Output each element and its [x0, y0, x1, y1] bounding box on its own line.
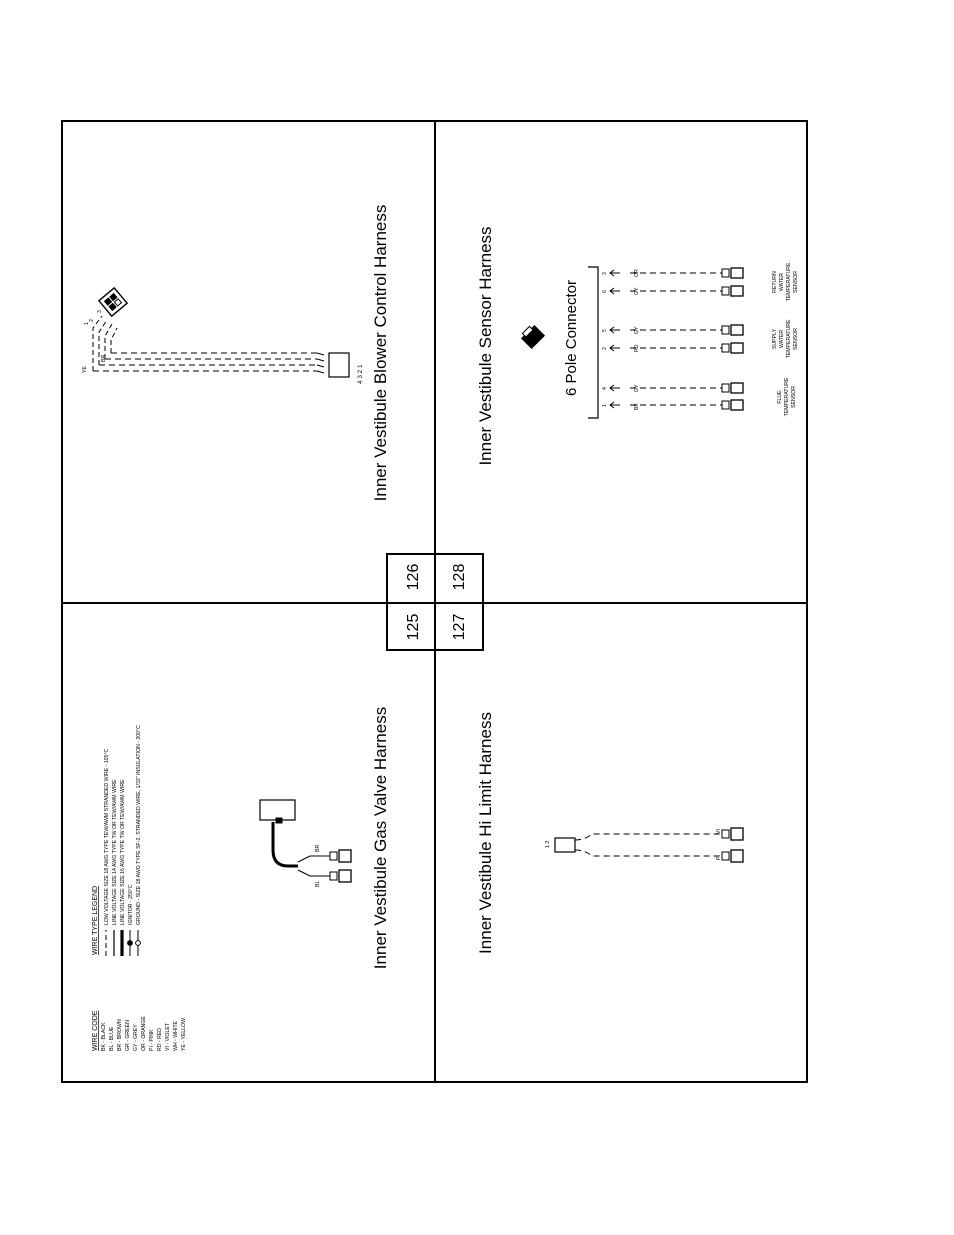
hi-limit-switch-icon	[554, 837, 576, 853]
gas-valve-connector-icon	[259, 799, 296, 821]
wire-type-entry: GROUND - SIZE 18 AWG TYPE SF-2, STRANDED…	[136, 725, 142, 925]
wire-code-entry: BL - BLUE	[109, 1026, 115, 1051]
blower-connector-pins: 4 3 2 1	[357, 364, 364, 384]
sensor-harness	[520, 266, 599, 419]
wire-code-entry: BK - BLACK	[101, 1022, 107, 1051]
svg-text:FLUE: FLUE	[777, 390, 783, 404]
blower-harness-title: Inner Vestibule Blower Control Harness	[371, 205, 390, 502]
svg-text:WATER: WATER	[779, 273, 785, 291]
wire-type-entry: LOW VOLTAGE SIZE 18 AWG TYPE TEW/AWM STR…	[104, 748, 110, 925]
hi-limit-terminal	[721, 827, 744, 841]
svg-text:SUPPLY: SUPPLY	[772, 328, 778, 349]
page-number-128: 128	[451, 564, 468, 591]
flue-temperature-sensor-label: FLUE TEMPERATURE SENSOR	[777, 377, 797, 416]
six-pole-connector-bracket	[588, 266, 599, 419]
sensor-pin-number: 2	[602, 347, 608, 350]
sensor-wire-color: BK	[634, 403, 640, 410]
sensor-wire-color: GY	[634, 384, 640, 392]
sensor-harness-title: Inner Vestibule Sensor Harness	[476, 226, 495, 465]
return-water-temperature-sensor-label: RETURN WATER TEMPERATURE SENSOR	[772, 262, 799, 301]
page-number-126: 126	[405, 564, 422, 591]
sensor-wire-color: OR	[634, 269, 640, 277]
wire-code-entry: WH - WHITE	[173, 1020, 179, 1051]
sensor-wires	[609, 267, 744, 411]
svg-text:TEMPERATURE: TEMPERATURE	[786, 262, 792, 301]
sensor-terminal	[721, 324, 744, 336]
svg-text:SENSOR: SENSOR	[791, 386, 797, 408]
wire-type-entry: LINE VOLTAGE SIZE 16 AWG TYPE TW OR TEW/…	[120, 779, 126, 925]
wire-code-entry: RD - RED	[157, 1028, 163, 1051]
wire-code-entry: VI - VIOLET	[165, 1022, 171, 1051]
svg-text:WATER: WATER	[779, 330, 785, 348]
wire-type-entry: IGNITOR - 250°C	[128, 884, 134, 925]
wire-type-entry: LINE VOLTAGE SIZE 14 AWG TYPE TW OR TEW/…	[112, 779, 118, 925]
blower-wire-label-ye: YE	[82, 366, 88, 373]
sensor-terminal	[721, 342, 744, 354]
blower-wire-label-1: 1	[84, 322, 90, 325]
sensor-wire-color: RD	[634, 344, 640, 352]
blower-wire-label-br: BR	[101, 355, 107, 362]
gas-valve-harness-title: Inner Vestibule Gas Valve Harness	[371, 707, 390, 969]
sensor-wire-color: GY	[634, 287, 640, 295]
blower-wire-label-2: 2	[89, 319, 95, 322]
hi-limit-pin-numbers: 1 2	[545, 841, 551, 848]
sensor-pin-number: 6	[602, 290, 608, 293]
sensor-terminal	[721, 399, 744, 411]
svg-text:SENSOR: SENSOR	[793, 271, 799, 293]
sensor-wire-color: GY	[634, 326, 640, 334]
page-number-125: 125	[405, 614, 422, 641]
hi-limit-wire-label-pi: PI	[716, 855, 722, 860]
sensor-terminal	[721, 382, 744, 394]
gas-valve-harness	[259, 799, 352, 883]
svg-text:TEMPERATURE: TEMPERATURE	[786, 319, 792, 358]
svg-text:SENSOR: SENSOR	[793, 328, 799, 350]
hi-limit-harness-title: Inner Vestibule Hi Limit Harness	[476, 712, 495, 954]
hi-limit-wire-label-vi: VI	[716, 829, 722, 834]
sensor-pin-number: 5	[602, 329, 608, 332]
six-pole-connector-icon	[520, 324, 546, 350]
sensor-terminal	[721, 267, 744, 279]
supply-water-temperature-sensor-label: SUPPLY WATER TEMPERATURE SENSOR	[772, 319, 799, 358]
wire-code-entry: GR - GREEN	[125, 1020, 131, 1051]
hi-limit-terminal	[721, 849, 744, 863]
gas-valve-terminal	[329, 869, 352, 883]
wire-code-title: WIRE CODE	[92, 1010, 99, 1051]
hi-limit-harness	[554, 827, 744, 863]
blower-harness	[92, 286, 350, 378]
wire-code-entry: YE - YELLOW	[181, 1018, 187, 1051]
gas-valve-wire-label-br: BR	[315, 845, 321, 852]
six-pole-connector-label: 6 Pole Connector	[563, 280, 580, 396]
blower-wire-label-3: 3	[97, 310, 103, 313]
page-number-block: 125 126 127 128	[386, 553, 484, 651]
sensor-pin-number: 1	[602, 404, 608, 407]
svg-text:TEMPERATURE: TEMPERATURE	[784, 377, 790, 416]
wire-code-entry: OR - ORANGE	[141, 1016, 147, 1051]
gas-valve-terminal	[329, 849, 352, 863]
wire-code-entry: PI - PINK	[149, 1029, 155, 1051]
sensor-pin-number: 3	[602, 272, 608, 275]
sensor-pin-number: 4	[602, 387, 608, 390]
wire-code-entry: GY - GREY	[133, 1024, 139, 1051]
svg-text:RETURN: RETURN	[772, 271, 778, 293]
sensor-terminal	[721, 285, 744, 297]
gas-valve-wire-label-bl: BL	[315, 881, 321, 887]
wire-type-legend: WIRE TYPE LEGEND LOW VOLTAGE SIZE 18 AWG…	[92, 725, 142, 956]
blower-plug-icon	[97, 286, 129, 318]
wire-code-entry: BR - BROWN	[117, 1019, 123, 1051]
blower-connector-icon	[328, 352, 350, 378]
wire-code-legend: WIRE CODE BK - BLACK BL - BLUE BR - BROW…	[92, 1010, 187, 1051]
page-number-127: 127	[451, 614, 468, 641]
wire-type-legend-title: WIRE TYPE LEGEND	[92, 886, 99, 955]
